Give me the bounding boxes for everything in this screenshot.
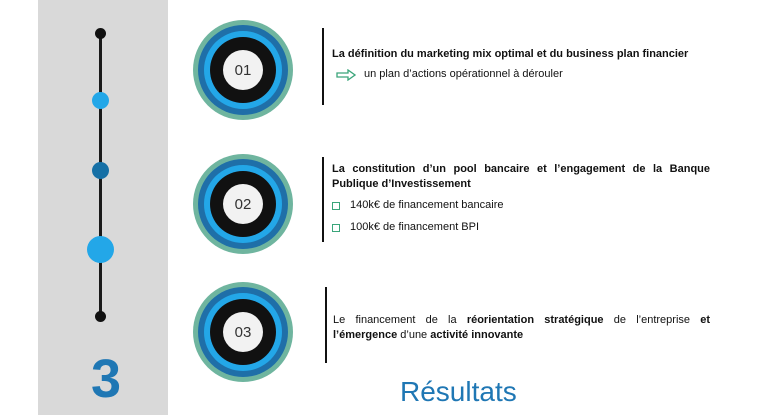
step-circle-label: 03: [223, 312, 263, 352]
separator-bar-01: [322, 28, 324, 105]
right-arrow-icon: [336, 68, 356, 81]
item-02-text: La constitution d’un pool bancaire et l’…: [332, 162, 710, 235]
checkbox-square-icon: [332, 223, 340, 232]
item-03-bold-part: l’émergence: [333, 329, 398, 341]
item-03-text: Le financement de la réorientation strat…: [333, 313, 710, 343]
separator-bar-03: [325, 287, 327, 363]
item-01-heading: La définition du marketing mix optimal e…: [332, 48, 689, 60]
step-circle-label: 02: [223, 184, 263, 224]
item-02-bullet-2: 100k€ de financement BPI: [350, 221, 480, 233]
checkbox-square-icon: [332, 201, 340, 210]
page-title: Résultats: [400, 376, 517, 407]
timeline-dot-dark: [92, 162, 109, 179]
item-01-text: La définition du marketing mix optimal e…: [332, 47, 712, 82]
step-circle-02: 02: [193, 154, 293, 254]
item-03-text-part: de l’entreprise: [603, 314, 701, 326]
item-02-heading: La constitution d’un pool bancaire et l’…: [332, 163, 710, 190]
item-01-sub: un plan d’actions opérationnel à déroule…: [364, 68, 563, 80]
item-03-bold-part: et: [700, 314, 710, 326]
item-03-text-part: d’une: [397, 329, 431, 341]
timeline-dot-large-light: [87, 236, 114, 263]
step-circle-label: 01: [223, 50, 263, 90]
timeline-dot-small-light: [92, 92, 109, 109]
timeline-dot-bottom: [95, 311, 106, 322]
separator-bar-02: [322, 157, 324, 242]
item-03-bold-part: activité innovante: [430, 329, 524, 341]
sidebar-panel: [38, 0, 168, 415]
timeline-dot-top: [95, 28, 106, 39]
item-02-bullet-1: 140k€ de financement bancaire: [350, 199, 504, 211]
step-circle-01: 01: [193, 20, 293, 120]
step-circle-03: 03: [193, 282, 293, 382]
item-03-bold-part: réorientation stratégique: [466, 314, 604, 326]
item-03-text-part: Le financement de la: [333, 314, 467, 326]
step-number: 3: [90, 349, 122, 409]
